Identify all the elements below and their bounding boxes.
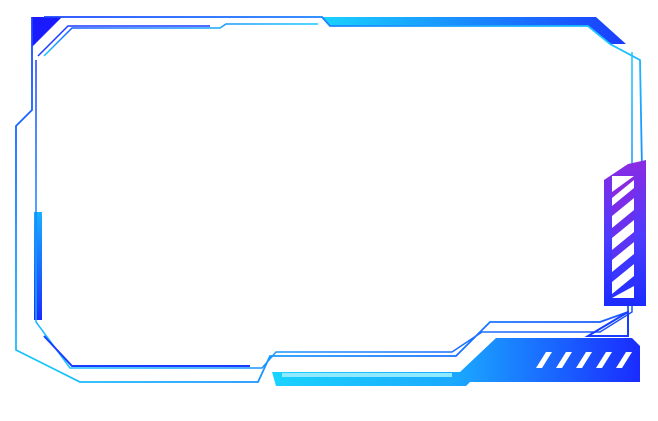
top-left-line — [37, 25, 210, 57]
bottom-left-line — [43, 335, 250, 367]
bottom-right-slashes — [536, 352, 632, 368]
inner-outline-left — [35, 52, 633, 369]
bottom-bar-highlight — [282, 373, 452, 377]
right-stripe-panel — [604, 160, 646, 306]
inner-outline — [43, 23, 318, 57]
left-side-accent — [34, 212, 42, 320]
top-right-bar — [322, 17, 626, 44]
top-left-corner-accent — [32, 17, 62, 47]
bottom-right-triangle — [584, 310, 629, 337]
outer-outline — [15, 16, 643, 383]
